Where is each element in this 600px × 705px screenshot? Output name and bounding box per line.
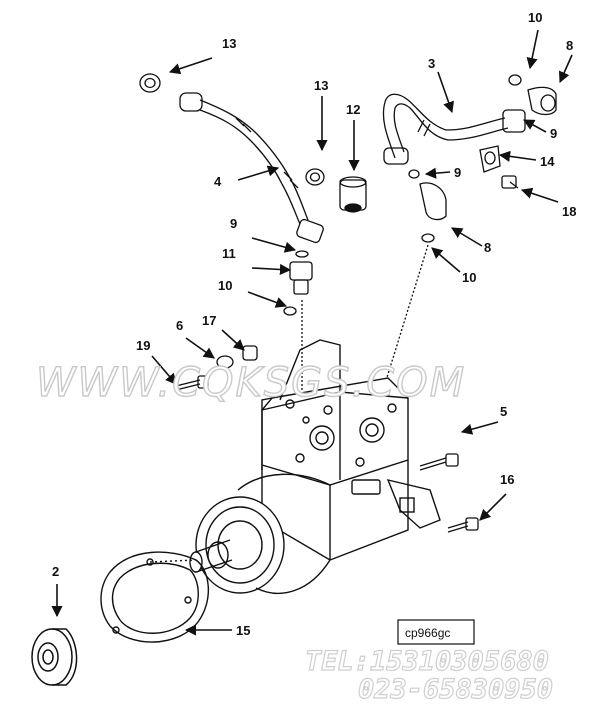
seal-ring-13-upper [139,73,161,93]
seal-ring-13-lower [305,168,325,186]
callout-6: 6 [176,318,183,333]
bolt-group [175,345,479,533]
diagram-code: cp966gc [405,626,450,640]
banjo-bolt-12 [339,176,367,213]
callout-labels: 13 13 12 4 3 10 8 9 9 14 18 9 11 10 8 10… [52,10,576,638]
callout-2: 2 [52,564,59,579]
callout-17: 17 [202,313,216,328]
washer-6 [216,355,234,369]
callout-19: 19 [136,338,150,353]
callout-8-top: 8 [566,38,573,53]
callout-13-lower: 13 [314,78,328,93]
diagram-code-box: cp966gc [397,619,475,645]
callout-3: 3 [428,56,435,71]
elbow-fitting-8 [379,169,447,401]
callout-12: 12 [346,102,360,117]
bolt-5 [419,457,447,471]
compressor-body [189,339,441,594]
seal-ring-10-upper [508,74,522,86]
callout-13-top: 13 [222,36,236,51]
cap-2 [31,628,78,686]
callout-9-left: 9 [230,216,237,231]
callout-8-right: 8 [484,240,491,255]
fuel-line-4 [139,73,325,244]
callout-10-left: 10 [218,278,232,293]
callout-10-right: 10 [462,270,476,285]
callout-18: 18 [562,204,576,219]
callout-10-top: 10 [528,10,542,25]
stud-19 [197,375,209,389]
callout-11: 11 [222,246,236,261]
watermark-url: WWW.CQKSGS.COM [36,360,466,406]
tel-watermark: TEL:15310305680 [305,646,549,677]
gasket-15 [100,551,210,643]
callout-arrows [51,29,573,636]
callout-9-right: 9 [550,126,557,141]
callout-9-mid: 9 [454,165,461,180]
phone-watermark: 023-65830950 [358,674,553,705]
nut-17 [242,345,258,361]
fuel-line-3 [382,74,557,165]
callout-15: 15 [236,623,250,638]
callout-4: 4 [214,174,222,189]
callout-14: 14 [540,154,555,169]
clamp-14 [479,145,519,189]
callout-16: 16 [500,472,514,487]
banjo-fitting [179,92,203,112]
callout-5: 5 [500,404,507,419]
bolt-16 [447,521,469,533]
